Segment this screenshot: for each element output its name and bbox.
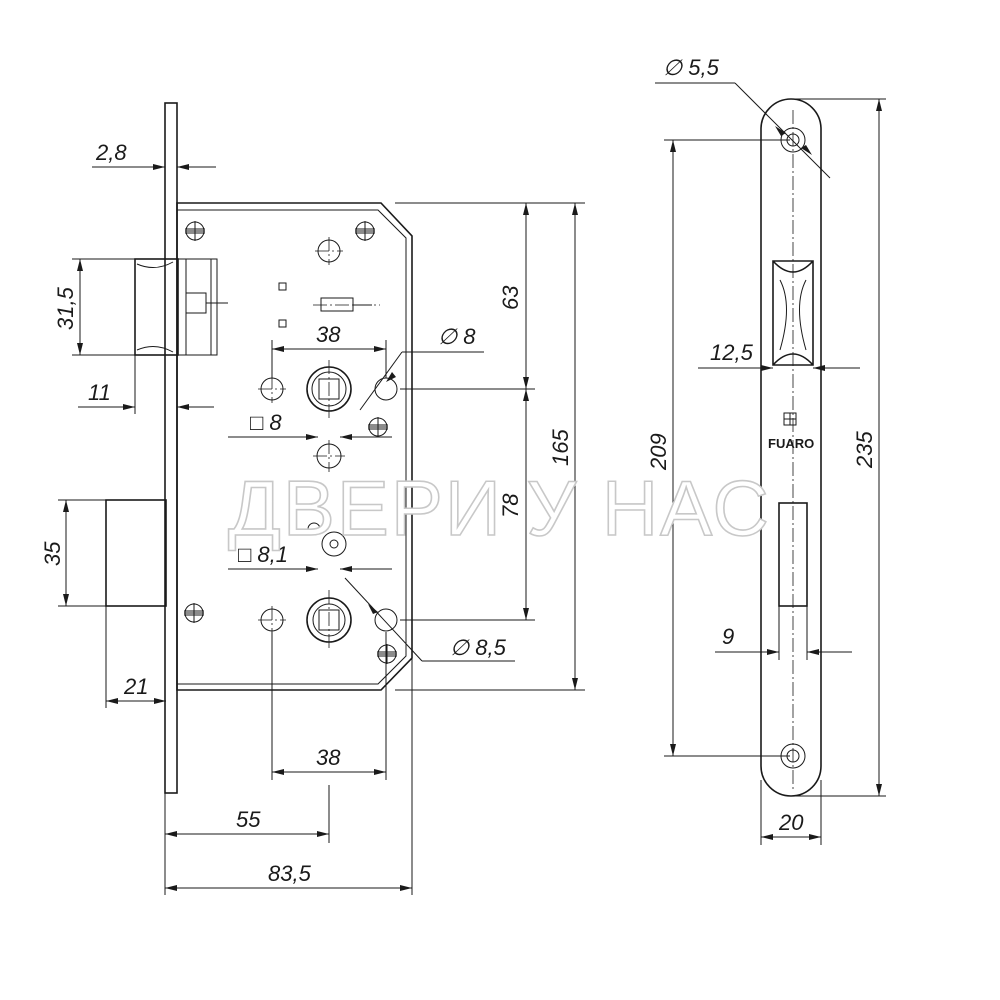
latch-opening (772, 260, 814, 366)
svg-text:∅ 5,5: ∅ 5,5 (663, 55, 720, 80)
dim-235: 235 (793, 98, 886, 797)
svg-text:38: 38 (316, 745, 341, 770)
svg-text:83,5: 83,5 (268, 861, 312, 886)
dim-35: 35 (40, 499, 106, 607)
faceplate-front (760, 98, 822, 797)
dim-21: 21 (105, 606, 166, 708)
svg-text:11: 11 (88, 380, 111, 405)
lock-body-view: 2,8 31,5 11 38 (40, 102, 585, 895)
dim-31-5: 31,5 (53, 258, 138, 356)
svg-text:2,8: 2,8 (95, 140, 127, 165)
faceplate (164, 102, 178, 794)
dim-12-5: 12,5 (698, 340, 860, 371)
mounting-holes (258, 237, 398, 634)
svg-text:209: 209 (646, 433, 671, 471)
dim-55: 55 (164, 785, 330, 895)
dim-38-top: 38 (271, 322, 387, 378)
faceplate-front-view: FUARO ∅ 5,5 12,5 209 (646, 55, 886, 845)
dim-square-8: □ 8 (228, 410, 392, 440)
dim-2-8: 2,8 (92, 140, 216, 170)
dim-square-8-1: □ 8,1 (228, 542, 392, 572)
dim-vertical-right: 63 78 165 (395, 202, 585, 691)
svg-text:35: 35 (40, 541, 65, 566)
svg-text:38: 38 (316, 322, 341, 347)
svg-text:63: 63 (498, 285, 523, 310)
dim-38-bottom: 38 (271, 632, 387, 780)
latch-bolt (134, 258, 228, 356)
svg-text:31,5: 31,5 (53, 286, 78, 330)
svg-text:20: 20 (778, 810, 804, 835)
screw-heads (184, 221, 397, 664)
svg-text:□ 8: □ 8 (250, 410, 282, 435)
svg-text:9: 9 (722, 624, 734, 649)
dim-9: 9 (715, 606, 852, 660)
svg-text:□ 8,1: □ 8,1 (238, 542, 288, 567)
dim-83-5: 83,5 (165, 658, 413, 895)
dim-phi-8-5: ∅ 8,5 (344, 577, 515, 662)
watermark: ДВЕРИ У НАС (228, 464, 771, 552)
dim-20: 20 (760, 780, 822, 845)
dim-11: 11 (78, 355, 214, 414)
deadbolt-opening (778, 502, 808, 607)
dead-bolt (105, 499, 167, 607)
lock-case (176, 202, 413, 691)
svg-text:12,5: 12,5 (710, 340, 754, 365)
svg-text:235: 235 (852, 431, 877, 469)
fuaro-logo: FUARO (768, 412, 814, 451)
dim-209: 209 (646, 139, 790, 757)
svg-text:55: 55 (236, 807, 261, 832)
upper-follower (306, 360, 352, 418)
svg-text:∅ 8: ∅ 8 (438, 324, 476, 349)
svg-text:FUARO: FUARO (768, 436, 814, 451)
lower-follower (306, 590, 352, 650)
dim-phi-5-5: ∅ 5,5 (655, 55, 831, 179)
dim-phi-8: ∅ 8 (359, 324, 484, 411)
svg-text:165: 165 (548, 429, 573, 466)
svg-text:78: 78 (498, 493, 523, 518)
svg-text:∅ 8,5: ∅ 8,5 (450, 635, 507, 660)
svg-text:21: 21 (123, 674, 148, 699)
